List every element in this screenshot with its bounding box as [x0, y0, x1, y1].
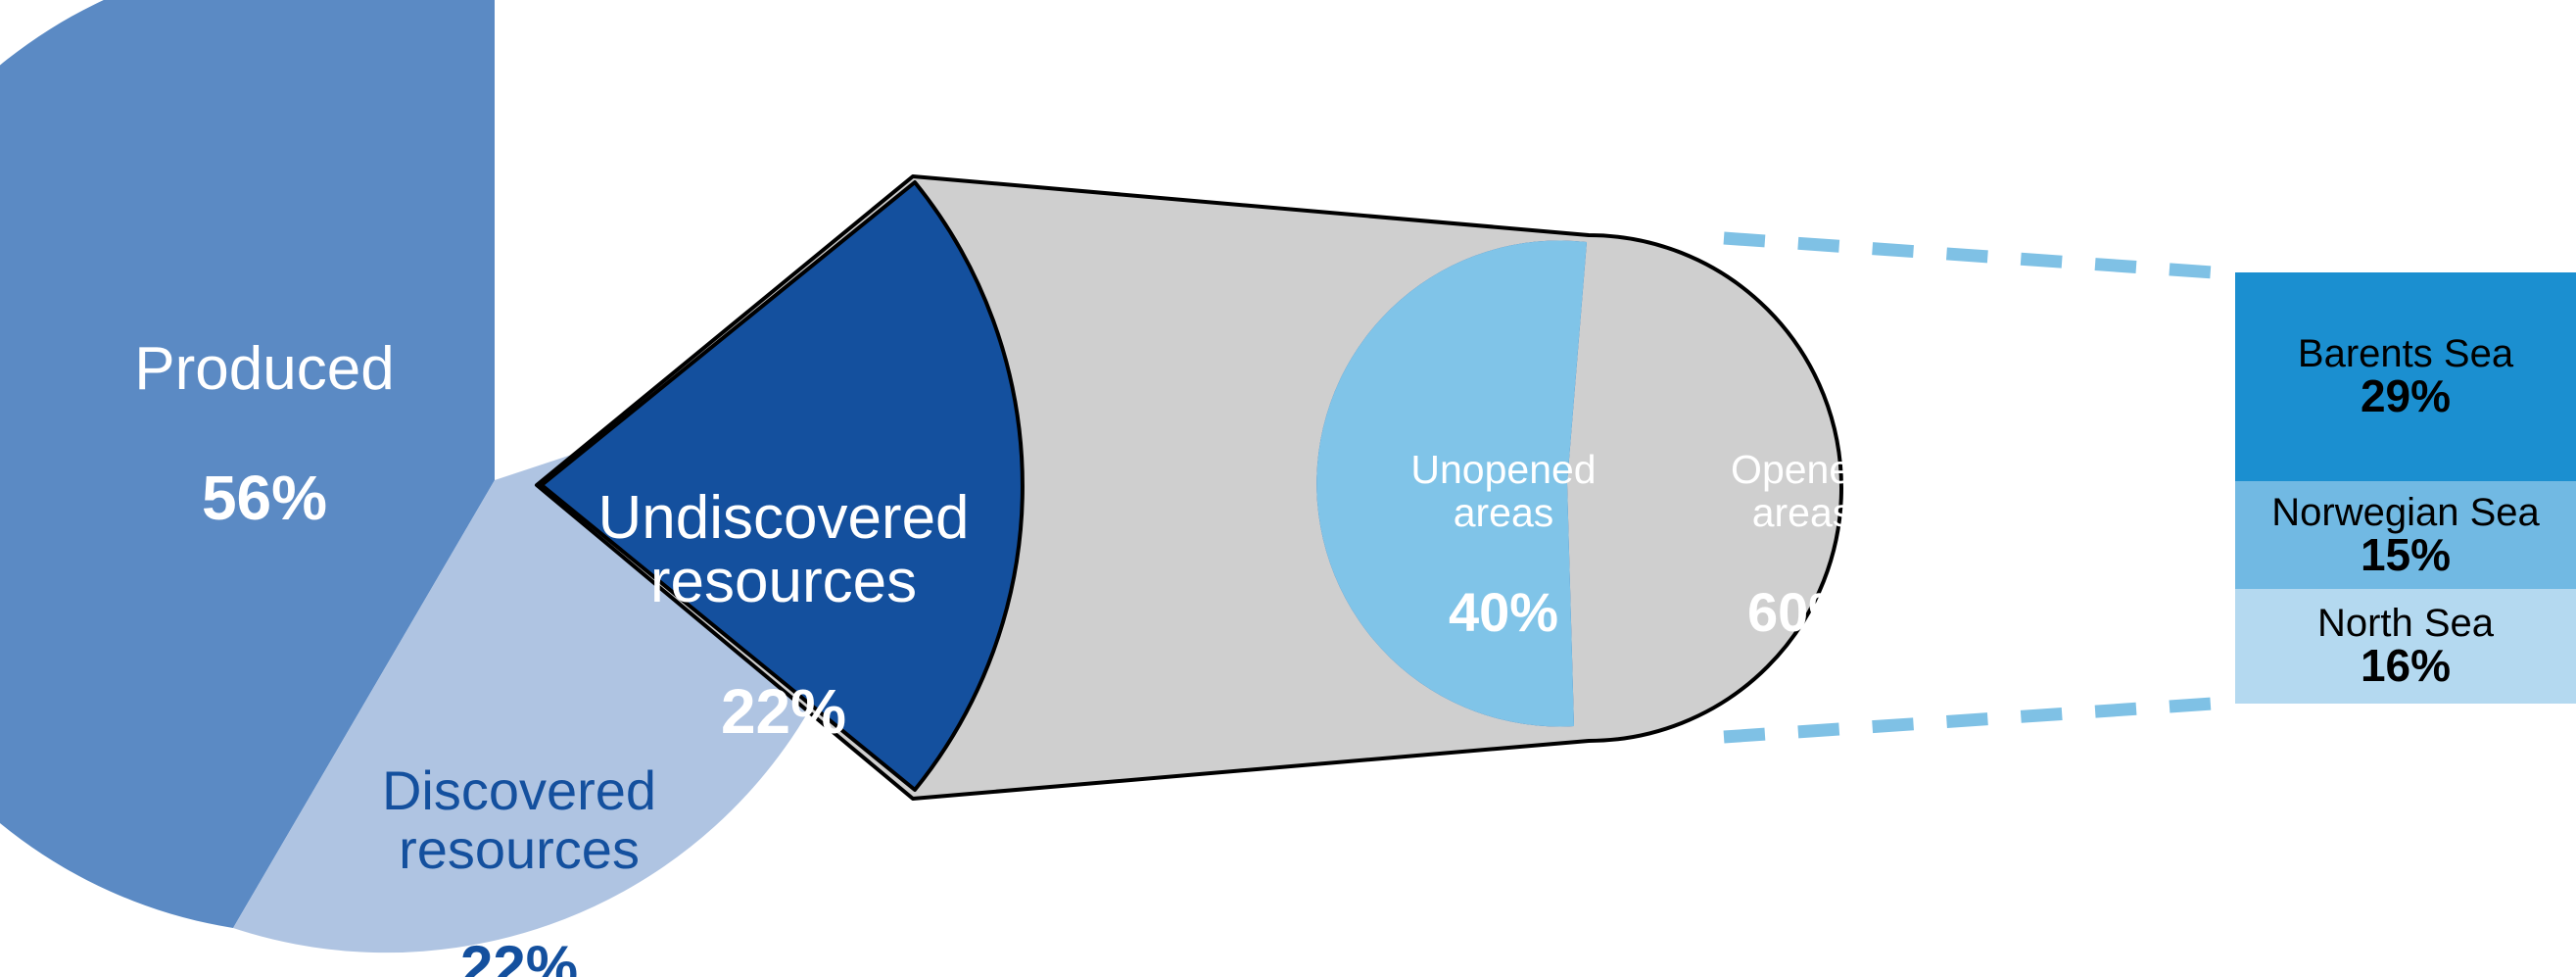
sea-breakdown-bar: Barents Sea 29% Norwegian Sea 15% North …	[2235, 272, 2576, 704]
connector-lines-group	[1723, 231, 2242, 744]
sea-segment-north-value: 16%	[2360, 640, 2452, 692]
sea-segment-barents: Barents Sea 29%	[2235, 272, 2576, 481]
sea-segment-north: North Sea 16%	[2235, 588, 2576, 704]
pie-slice-opened	[1316, 240, 1587, 727]
pie-slice-produced	[0, 0, 495, 928]
sea-segment-barents-value: 29%	[2360, 370, 2452, 422]
sea-segment-north-name: North Sea	[2316, 602, 2495, 646]
sea-segment-barents-name: Barents Sea	[2297, 332, 2514, 376]
areas-pie-group	[1316, 240, 1587, 727]
undiscovered-wedge-group	[540, 180, 1025, 792]
pie-slice-undiscovered	[540, 180, 1025, 792]
sea-segment-norwegian-name: Norwegian Sea	[2271, 490, 2540, 534]
sea-segment-norwegian: Norwegian Sea 15%	[2235, 480, 2576, 589]
connector-line-bottom	[1723, 695, 2242, 744]
sea-segment-norwegian-value: 15%	[2360, 528, 2452, 580]
connector-line-top	[1723, 231, 2242, 281]
